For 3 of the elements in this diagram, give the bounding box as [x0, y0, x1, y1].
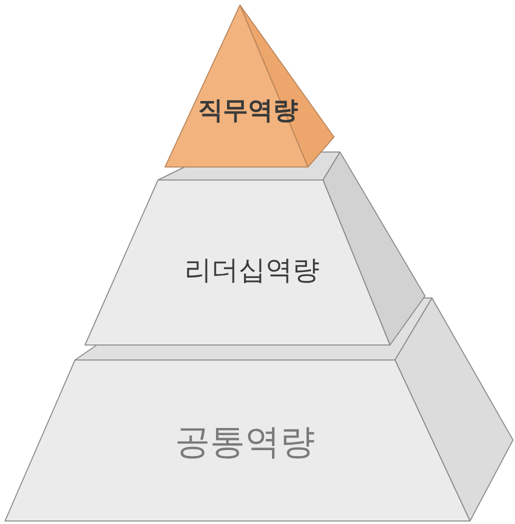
tier-label: 공통역량 [175, 422, 315, 464]
tier-label: 리더십역량 [184, 254, 320, 288]
tier-label: 직무역량 [198, 94, 298, 126]
